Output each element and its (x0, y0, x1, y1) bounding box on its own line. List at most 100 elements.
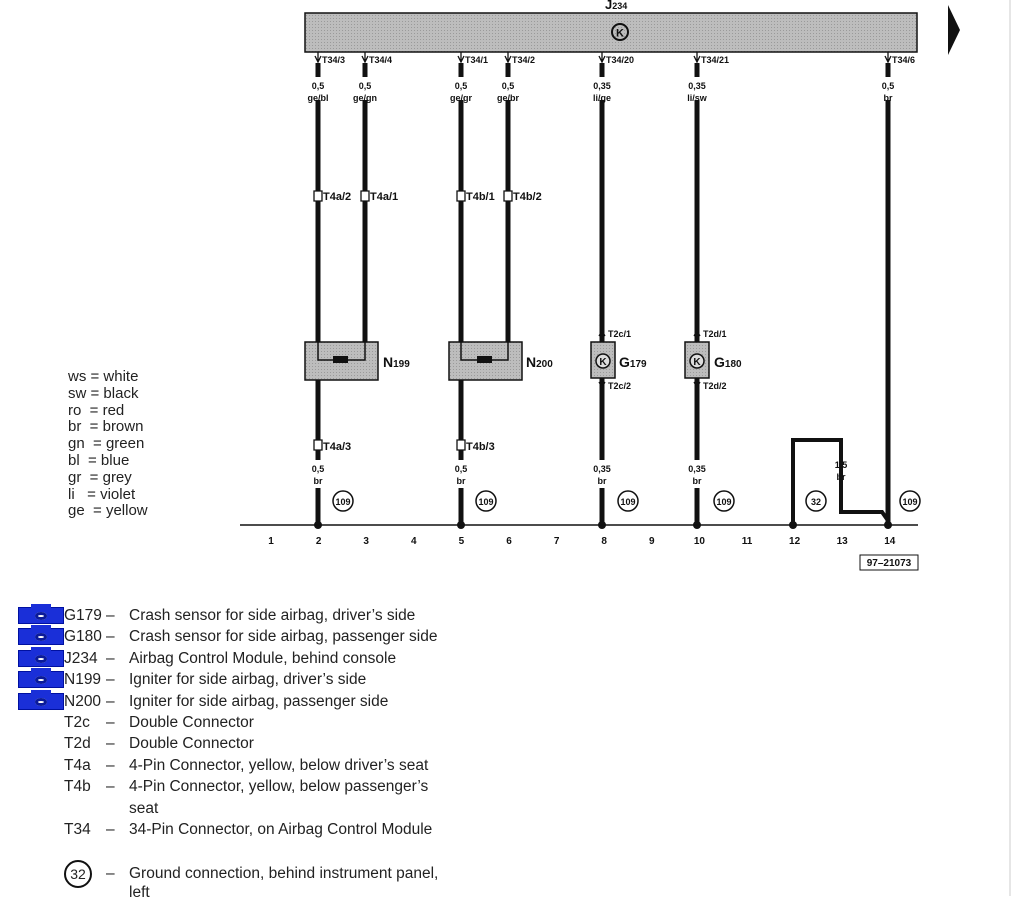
track-number: 4 (411, 536, 417, 547)
camera-icon[interactable] (18, 668, 64, 689)
ground-point-icon: 32 (64, 860, 92, 889)
dash: – (106, 735, 115, 753)
color-legend-item: gn = green (68, 435, 145, 453)
dash: – (106, 649, 115, 667)
igniter-n200: N200 (448, 341, 553, 381)
track-number: 2 (316, 536, 322, 547)
pin-label: T34/1 (465, 55, 488, 65)
svg-text:N200: N200 (526, 354, 553, 370)
part-description: Double Connector (129, 735, 254, 753)
svg-text:G179: G179 (619, 354, 647, 370)
connector-icon (313, 190, 323, 202)
pin-arrow-icon (314, 52, 322, 64)
color-legend-item: bl = blue (68, 451, 130, 469)
part-code: J234 (64, 649, 98, 667)
continuation-arrow-icon (948, 5, 960, 55)
connector-icon (503, 190, 513, 202)
track-number: 12 (789, 536, 801, 547)
dash: – (106, 713, 115, 731)
pin-arrow-icon (693, 329, 701, 337)
part-code: T2c (64, 713, 90, 731)
svg-text:N199: N199 (383, 354, 410, 370)
wire-stub (885, 63, 891, 77)
part-code: N199 (64, 671, 102, 689)
ground-point-icon (899, 490, 921, 512)
wire-color: br (884, 93, 893, 103)
wire-size: 0,5 (455, 81, 468, 91)
dash: – (106, 671, 115, 689)
svg-text:T2c/1: T2c/1 (608, 329, 631, 339)
color-legend-item: br = brown (68, 418, 144, 436)
wire-size: 0,35 (593, 81, 611, 91)
ground-point-icon (617, 490, 639, 512)
camera-icon[interactable] (18, 604, 64, 624)
pin-arrow-icon (598, 52, 606, 64)
svg-text:T2d/1: T2d/1 (703, 329, 727, 339)
ground-point-icon (713, 490, 735, 512)
crash-sensor-g179: K G179 T2c/1 T2c/2 (590, 329, 647, 391)
ground-point-label: 109 (716, 497, 731, 507)
wire-stub (599, 63, 605, 77)
module-label: J234 (605, 0, 627, 12)
track-number: 7 (554, 536, 560, 547)
connector-label: T4b/1 (466, 191, 495, 203)
part-description: Igniter for side airbag, driver’s side (129, 671, 367, 689)
track-number: 3 (363, 536, 369, 547)
pin-label: T34/4 (369, 55, 392, 65)
pin-arrow-icon (598, 329, 606, 337)
wire-color: li/sw (687, 93, 708, 103)
part-description: Igniter for side airbag, passenger side (129, 692, 389, 710)
dash: – (106, 607, 115, 624)
color-legend-item: ws = white (68, 368, 139, 385)
ground-point-label: 109 (620, 497, 635, 507)
part-description: 4-Pin Connector, yellow, below driver’s … (129, 756, 429, 774)
pin-arrow-icon (361, 52, 369, 64)
color-legend-item: li = violet (68, 485, 136, 503)
pin-arrow-icon (457, 52, 465, 64)
wire-color: li/ge (593, 93, 611, 103)
module-symbol-icon: K (611, 23, 629, 41)
figure-id: 97–21073 (867, 558, 912, 569)
pin-label: T34/2 (512, 55, 535, 65)
camera-icon[interactable] (18, 689, 64, 710)
connector-label: T4a/1 (370, 191, 398, 203)
crash-sensor-g180: K G180 T2d/1 T2d/2 (684, 329, 742, 391)
dash: – (106, 778, 115, 796)
connector-label: T4b/2 (513, 191, 542, 203)
camera-icon[interactable] (18, 646, 64, 667)
wire-color: ge/gr (450, 93, 473, 103)
wire-color: br (693, 476, 702, 486)
ground-description-cont: left (129, 884, 150, 902)
wire-color: ge/gn (353, 93, 377, 103)
ground-description: Ground connection, behind instrument pan… (129, 865, 439, 883)
pin-label: T34/3 (322, 55, 345, 65)
part-code: T2d (64, 735, 91, 753)
dash: – (106, 692, 115, 710)
connector-icon (360, 190, 370, 202)
wire-stub (458, 63, 464, 77)
svg-text:T2d/2: T2d/2 (703, 381, 727, 391)
part-description: Crash sensor for side airbag, passenger … (129, 628, 438, 646)
ground-point-label: 109 (335, 497, 350, 507)
wire-stub (362, 63, 368, 77)
pin-label: T34/6 (892, 55, 915, 65)
wire-color: ge/br (497, 93, 520, 103)
camera-icon[interactable] (18, 625, 64, 646)
part-code: T4a (64, 756, 91, 774)
svg-text:K: K (616, 28, 624, 40)
wire-size: 0,5 (455, 464, 468, 474)
track-number: 6 (506, 536, 512, 547)
part-description: 34-Pin Connector, on Airbag Control Modu… (129, 820, 433, 838)
dash: – (106, 865, 115, 883)
wire-size: 0,35 (688, 464, 706, 474)
color-legend-item: gr = grey (68, 468, 132, 486)
wire-color: br (457, 476, 466, 486)
wire-stub (315, 63, 321, 77)
track-number: 9 (649, 536, 655, 547)
dash: – (106, 820, 115, 838)
wire-size: 0,5 (312, 464, 325, 474)
color-legend-item: ge = yellow (68, 502, 148, 520)
connector-icon (313, 439, 323, 451)
wire-color: ge/bl (307, 93, 328, 103)
